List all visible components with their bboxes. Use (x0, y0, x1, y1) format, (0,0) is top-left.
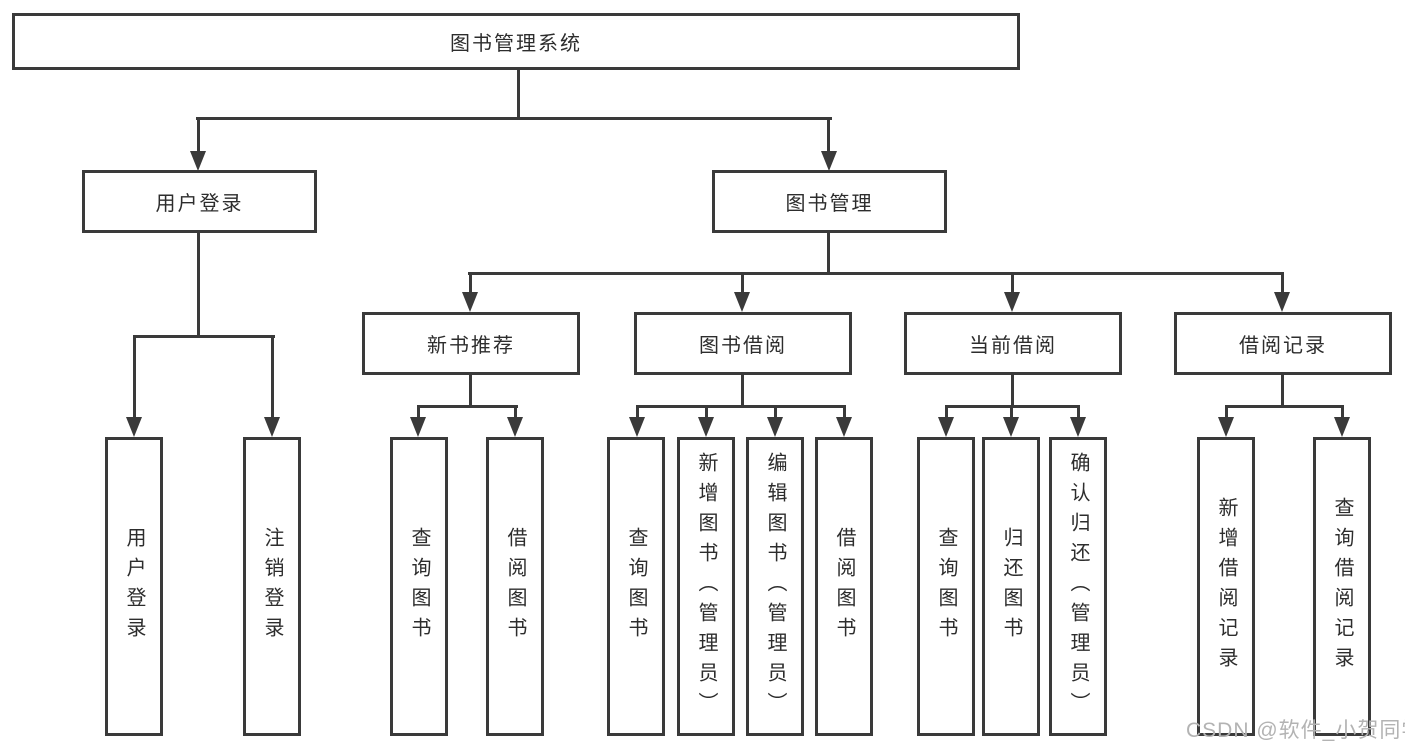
leaf-recommend-borrow-book-label: 借阅图书 (504, 526, 526, 647)
node-new-book-recommend-box: 新书推荐 (362, 312, 580, 375)
node-borrow-record-box: 借阅记录 (1174, 312, 1392, 375)
node-book-management-box: 图书管理 (712, 170, 947, 233)
watermark: CSDN @软件_小贺同学 (1186, 719, 1405, 742)
node-book-borrow-box: 图书借阅 (634, 312, 852, 375)
leaf-user-login-box: 用户登录 (105, 437, 163, 736)
connector-line (827, 233, 830, 274)
connector-line (417, 405, 420, 419)
connector-line (843, 405, 846, 419)
arrow-down-icon (1274, 292, 1290, 312)
connector-line (1225, 405, 1228, 419)
connector-line (1011, 272, 1014, 296)
node-new-book-recommend-label: 新书推荐 (427, 335, 515, 357)
connector-line (636, 405, 639, 419)
connector-line (197, 117, 200, 153)
connector-line (1281, 375, 1284, 407)
node-current-borrow-label: 当前借阅 (969, 335, 1057, 357)
leaf-logout-label: 注销登录 (261, 526, 283, 647)
connector-line (636, 405, 846, 408)
leaf-current-query-book-label: 查询图书 (935, 526, 957, 647)
connector-line (774, 405, 777, 419)
connector-line (705, 405, 708, 419)
connector-line (741, 375, 744, 407)
connector-line (196, 117, 832, 120)
leaf-recommend-query-book-label: 查询图书 (408, 526, 430, 647)
leaf-recommend-query-book-box: 查询图书 (390, 437, 448, 736)
arrow-down-icon (629, 417, 645, 437)
arrow-down-icon (1003, 417, 1019, 437)
leaf-edit-book-admin-label: 编辑图书（管理员） (764, 451, 786, 722)
node-user-login-box: 用户登录 (82, 170, 317, 233)
arrow-down-icon (938, 417, 954, 437)
leaf-edit-book-admin-box: 编辑图书（管理员） (746, 437, 804, 736)
arrow-down-icon (836, 417, 852, 437)
leaf-confirm-return-admin-box: 确认归还（管理员） (1049, 437, 1107, 736)
connector-line (1225, 405, 1344, 408)
leaf-return-book-box: 归还图书 (982, 437, 1040, 736)
leaf-user-login-label: 用户登录 (123, 526, 145, 647)
connector-line (741, 272, 744, 296)
arrow-down-icon (821, 151, 837, 171)
arrow-down-icon (1218, 417, 1234, 437)
connector-line (417, 405, 518, 408)
arrow-down-icon (507, 417, 523, 437)
node-book-borrow-label: 图书借阅 (699, 335, 787, 357)
connector-line (514, 405, 517, 419)
node-borrow-record-label: 借阅记录 (1239, 335, 1327, 357)
arrow-down-icon (767, 417, 783, 437)
connector-line (133, 335, 275, 338)
connector-line (945, 405, 948, 419)
leaf-return-book-label: 归还图书 (1000, 526, 1022, 647)
leaf-borrow-book-box: 借阅图书 (815, 437, 873, 736)
arrow-down-icon (190, 151, 206, 171)
connector-line (1077, 405, 1080, 419)
connector-line (1341, 405, 1344, 419)
arrow-down-icon (126, 417, 142, 437)
leaf-add-borrow-record-box: 新增借阅记录 (1197, 437, 1255, 736)
node-current-borrow-box: 当前借阅 (904, 312, 1122, 375)
leaf-borrow-query-book-label: 查询图书 (625, 526, 647, 647)
arrow-down-icon (1334, 417, 1350, 437)
leaf-add-book-admin-label: 新增图书（管理员） (695, 451, 717, 722)
arrow-down-icon (734, 292, 750, 312)
leaf-confirm-return-admin-label: 确认归还（管理员） (1067, 451, 1089, 722)
node-library-system-label: 图书管理系统 (450, 33, 582, 55)
connector-line (469, 272, 472, 296)
arrow-down-icon (462, 292, 478, 312)
leaf-borrow-book-label: 借阅图书 (833, 526, 855, 647)
leaf-logout-box: 注销登录 (243, 437, 301, 736)
arrow-down-icon (410, 417, 426, 437)
leaf-add-book-admin-box: 新增图书（管理员） (677, 437, 735, 736)
connector-line (133, 335, 136, 419)
arrow-down-icon (1004, 292, 1020, 312)
connector-line (827, 117, 830, 153)
connector-line (197, 233, 200, 337)
connector-line (517, 70, 520, 118)
connector-line (1011, 375, 1014, 407)
node-library-system-box: 图书管理系统 (12, 13, 1020, 70)
leaf-recommend-borrow-book-box: 借阅图书 (486, 437, 544, 736)
connector-line (271, 335, 274, 419)
node-user-login-label: 用户登录 (155, 193, 244, 215)
leaf-borrow-query-book-box: 查询图书 (607, 437, 665, 736)
connector-line (1010, 405, 1013, 419)
arrow-down-icon (264, 417, 280, 437)
node-book-management-label: 图书管理 (785, 193, 874, 215)
connector-line (468, 272, 1284, 275)
connector-line (469, 375, 472, 407)
leaf-query-borrow-record-label: 查询借阅记录 (1331, 496, 1353, 677)
arrow-down-icon (698, 417, 714, 437)
leaf-add-borrow-record-label: 新增借阅记录 (1215, 496, 1237, 677)
connector-line (1281, 272, 1284, 296)
arrow-down-icon (1070, 417, 1086, 437)
leaf-query-borrow-record-box: 查询借阅记录 (1313, 437, 1371, 736)
leaf-current-query-book-box: 查询图书 (917, 437, 975, 736)
